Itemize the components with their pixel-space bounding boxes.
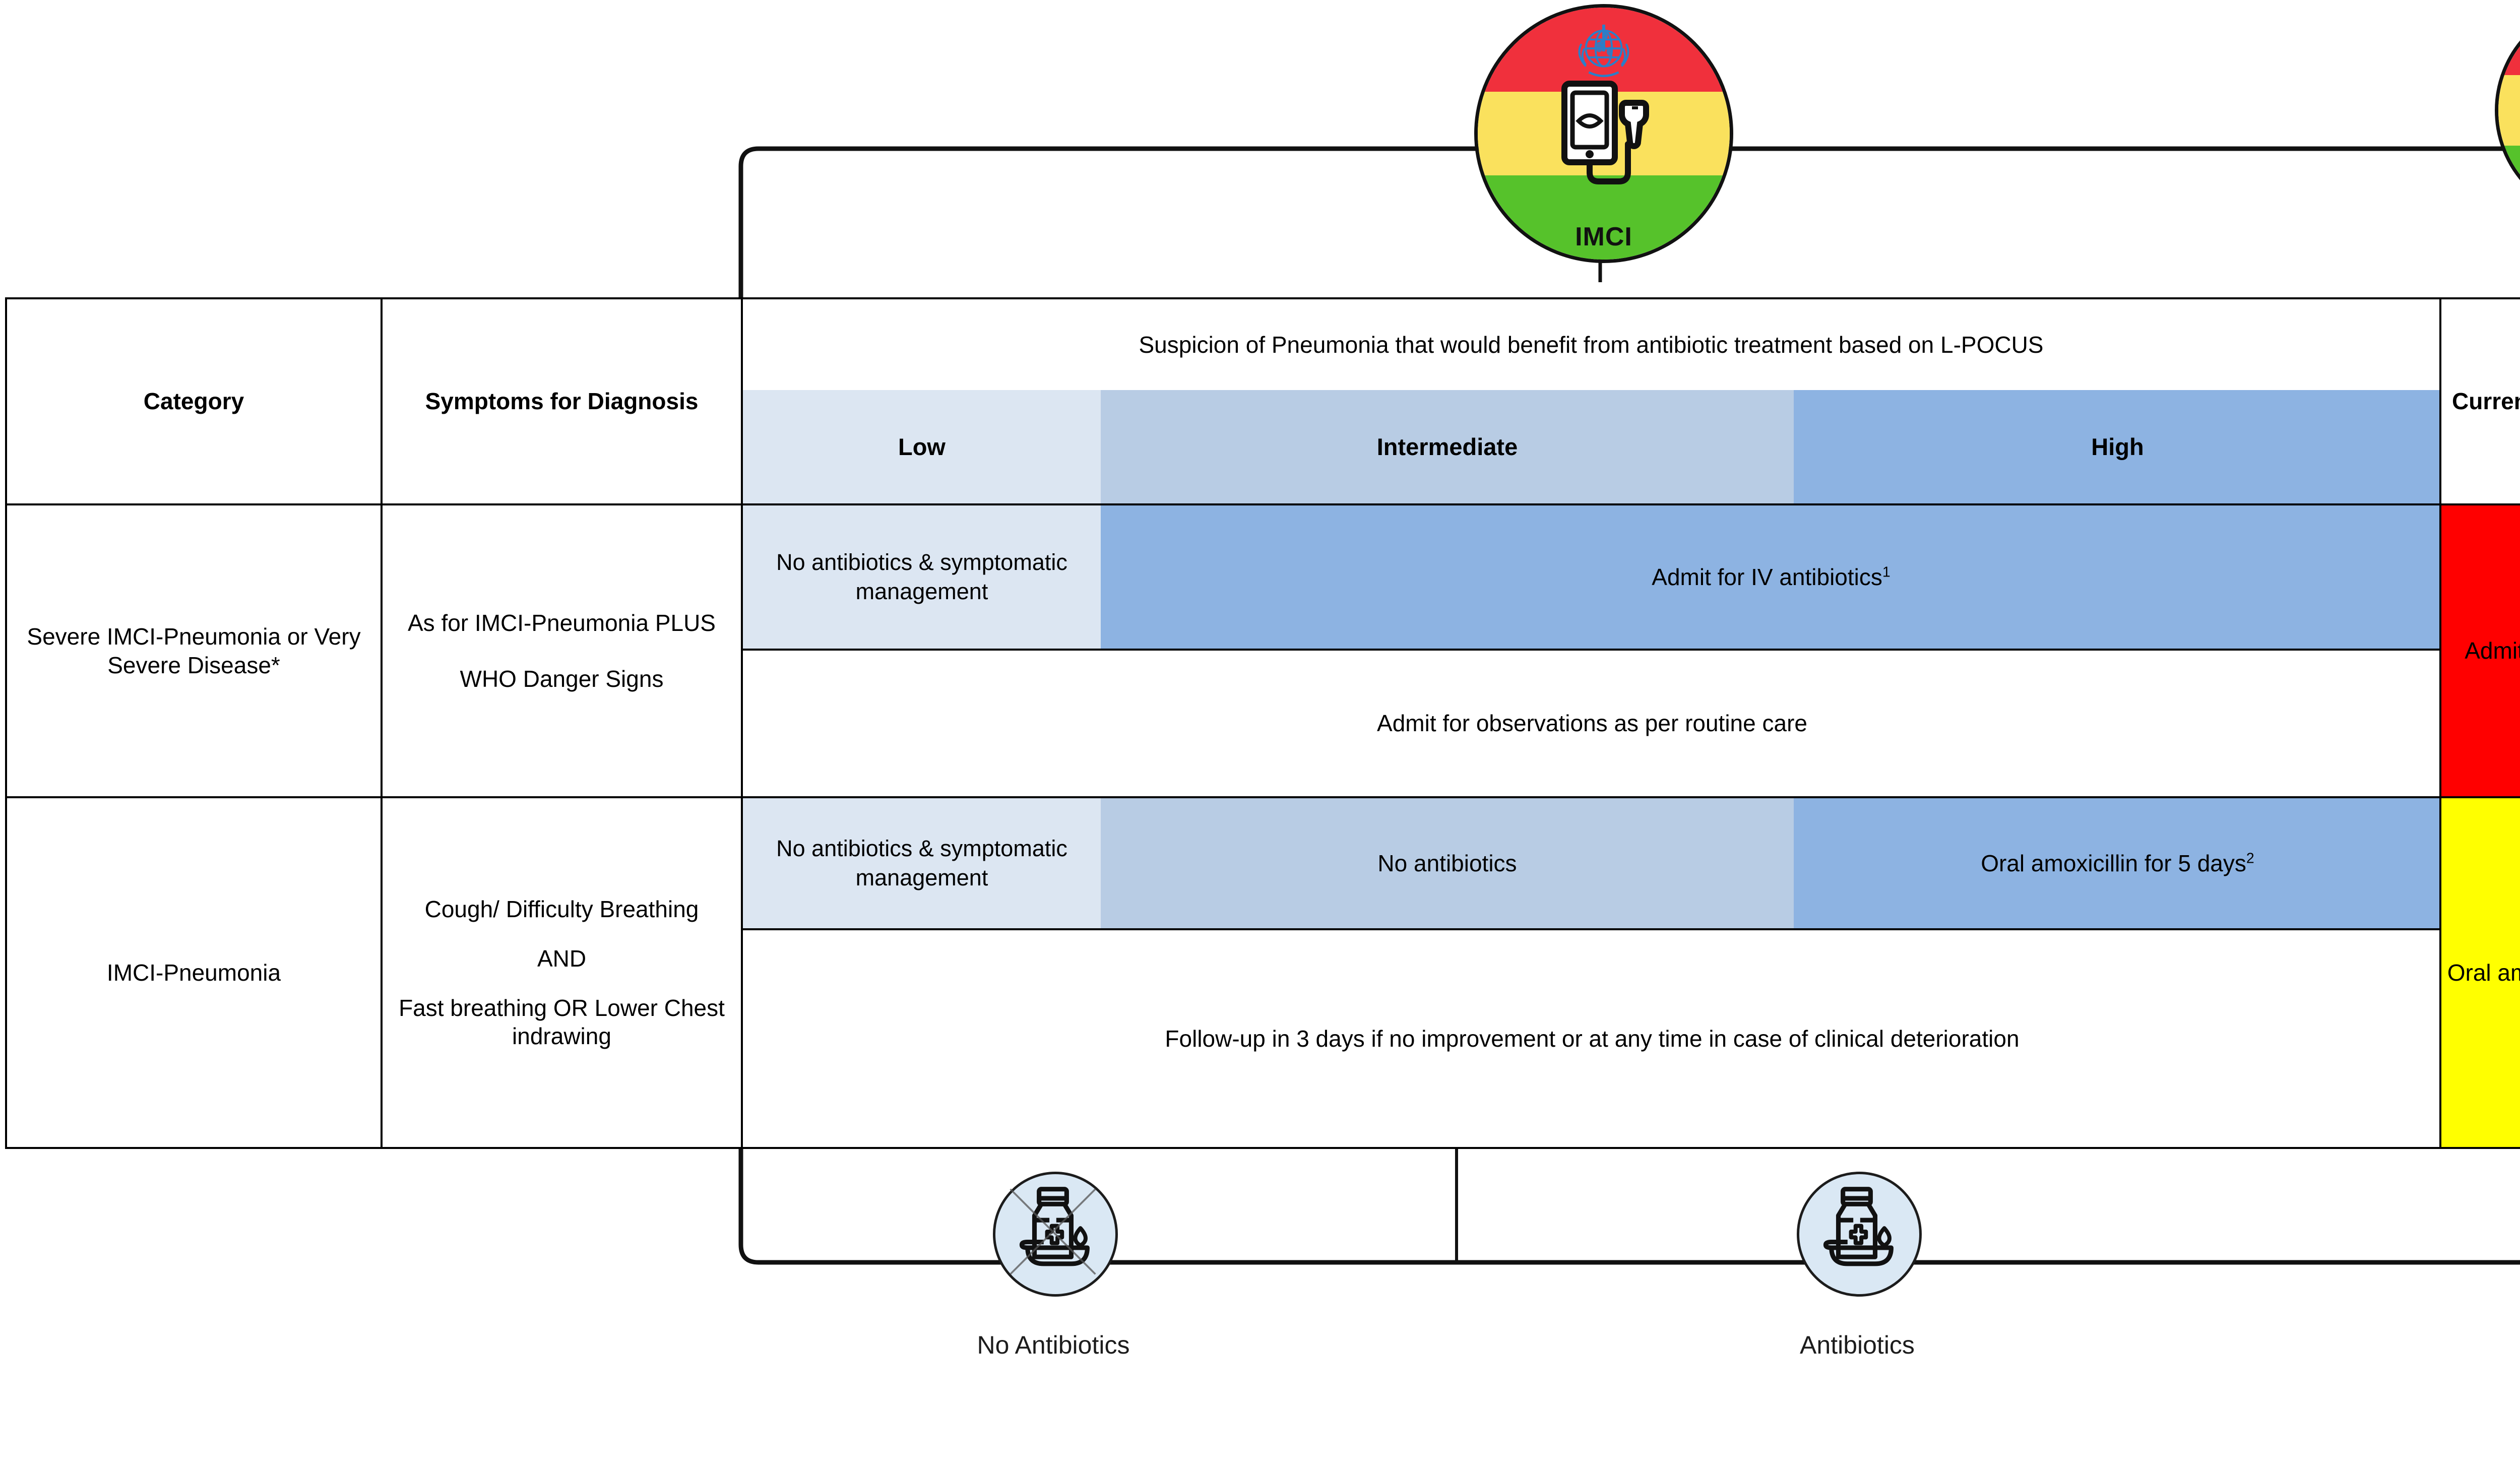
row1-intermediate-high-footnote: 1 [1882,564,1891,581]
row2-high-label: Oral amoxicillin for 5 days [1981,850,2246,877]
row1-intermediate-high-label: Admit for IV antibiotics [1652,563,1882,590]
row2-intermediate-label: No antibiotics [1377,850,1517,877]
row2-intermediate-cell: No antibiotics [1101,798,1794,930]
medicine-bottle-crossed-icon [1010,1187,1096,1275]
row1-symptoms-line1: As for IMCI-Pneumonia PLUS [407,610,716,636]
row1-symptoms-line2: WHO Danger Signs [460,665,664,692]
row1-observation-note: Admit for observations as per routine ca… [743,649,2442,796]
risk-band-intermediate: Intermediate [1101,390,1794,503]
row2-symptoms-line2: AND [537,945,587,972]
row2-category: IMCI-Pneumonia [5,796,383,1149]
no-antibiotics-icon-circle [993,1172,1118,1297]
row2-followup-note: Follow-up in 3 days if no improvement or… [743,928,2441,1147]
row1-risk-cells: No antibiotics & symptomatic management … [741,503,2442,798]
imci-badge-label: IMCI [2498,185,2520,212]
row1-symptoms: As for IMCI-Pneumonia PLUS WHO Danger Si… [381,503,743,798]
row2-risk-cells: No antibiotics & symptomatic management … [741,796,2441,1149]
no-antibiotics-label: No Antibiotics [977,1331,1130,1359]
table-row: IMCI-Pneumonia Cough/ Difficulty Breathi… [5,796,2520,1149]
row1-category: Severe IMCI-Pneumonia or Very Severe Dis… [5,503,383,798]
row2-high-footnote: 2 [2246,850,2254,867]
header-suspicion-lpocus: Suspicion of Pneumonia that would benefi… [741,297,2441,391]
row2-current-guideline-cell: Oral amoxicillin for 5 days2 [2439,796,2520,1149]
row2-low-label: No antibiotics & symptomatic management [776,835,1067,891]
row2-followup-label: Follow-up in 3 days if no improvement or… [1165,1026,2020,1052]
header-category: Category [5,297,383,505]
risk-band-strip: Low Intermediate High [741,390,2441,505]
table-header-row: Category Symptoms for Diagnosis Suspicio… [5,297,2520,505]
risk-band-low: Low [743,390,1101,503]
imci-badge-red-stripe [2498,5,2520,76]
row2-category-label: IMCI-Pneumonia [106,959,281,986]
lpocus-badge-label: IMCI [1575,222,1632,251]
antibiotics-label: Antibiotics [1800,1331,1915,1359]
table-row: Severe IMCI-Pneumonia or Very Severe Dis… [5,503,2520,798]
imci-badge-green-stripe [2498,146,2520,216]
header-symptoms: Symptoms for Diagnosis [381,297,743,505]
risk-band-row: Low Intermediate High [6,390,2520,505]
row2-current-guideline-label: Oral amoxicillin for 5 days [2447,959,2520,986]
imci-badge-yellow-stripe [2498,75,2520,146]
imci-badge: IMCI [2495,1,2520,220]
medicine-bottle-icon [1823,1187,1894,1266]
row1-intermediate-high-cell: Admit for IV antibiotics1 [1101,505,2442,650]
row1-category-label: Severe IMCI-Pneumonia or Very Severe Dis… [27,623,361,678]
row2-low-cell: No antibiotics & symptomatic management [743,798,1101,930]
header-current-imci-guidelines: Current IMCI Guidelines [2439,297,2520,505]
lpocus-phone-probe-icon [1561,81,1649,184]
row2-symptoms: Cough/ Difficulty Breathing AND Fast bre… [381,796,743,1149]
antibiotics-icon-circle [1797,1172,1922,1297]
row1-low-cell: No antibiotics & symptomatic management [743,505,1101,650]
decision-table: Category Symptoms for Diagnosis Suspicio… [5,297,2520,1149]
row1-low-label: No antibiotics & symptomatic management [776,549,1067,605]
lpocus-imci-badge: IMCI [1474,4,1733,263]
row2-symptoms-line3: Fast breathing OR Lower Chest indrawing [399,995,725,1050]
risk-band-high: High [1794,390,2441,503]
row1-current-guideline-label: Admit for IV antibiotics [2465,637,2520,664]
row2-high-cell: Oral amoxicillin for 5 days2 [1794,798,2441,930]
row1-current-guideline-cell: Admit for IV antibiotics1 [2439,503,2520,798]
badge-green-stripe [1478,175,1730,260]
who-emblem-icon [1578,24,1629,77]
row1-observation-label: Admit for observations as per routine ca… [1377,710,1807,737]
row2-symptoms-line1: Cough/ Difficulty Breathing [424,896,699,922]
